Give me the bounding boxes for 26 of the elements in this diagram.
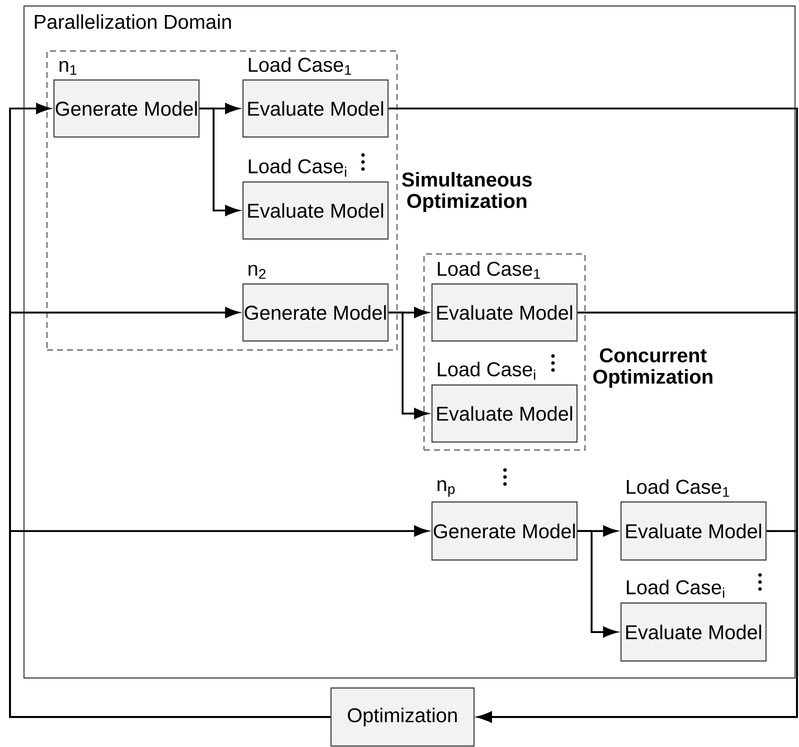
arrow — [578, 530, 618, 638]
box-heading: n$_{p}$ — [438, 480, 455, 497]
box-heading: n$_{2}$ — [248, 264, 266, 279]
box-heading: Load Case$_{i}$ — [438, 362, 536, 380]
arrow — [200, 108, 240, 216]
group-label: Concurrent Optimization — [593, 348, 712, 388]
process-box: Evaluate Model — [431, 283, 578, 342]
process-box: Evaluate Model — [242, 79, 389, 138]
box-heading: n$_{1}$ — [60, 60, 76, 75]
box-heading: Load Case$_{1}$ — [626, 479, 730, 497]
arrow — [478, 530, 798, 722]
arrow — [388, 312, 428, 419]
process-box: Optimization — [330, 687, 475, 747]
process-box: Generate Model — [242, 283, 389, 342]
box-heading: Load Case$_{i}$ — [626, 580, 724, 598]
process-box: Evaluate Model — [620, 602, 767, 662]
box-heading: Load Case$_{1}$ — [248, 57, 352, 75]
process-box: Evaluate Model — [242, 181, 389, 240]
process-box: Evaluate Model — [620, 501, 767, 561]
process-box: Generate Model — [53, 79, 200, 138]
process-box: Evaluate Model — [431, 384, 578, 443]
box-heading: Load Case$_{1}$ — [438, 261, 540, 279]
process-box: Generate Model — [431, 501, 578, 561]
box-heading: Load Case$_{i}$ — [248, 158, 346, 177]
group-label: Simultaneous Optimization — [402, 172, 532, 212]
arrow — [9, 526, 428, 718]
